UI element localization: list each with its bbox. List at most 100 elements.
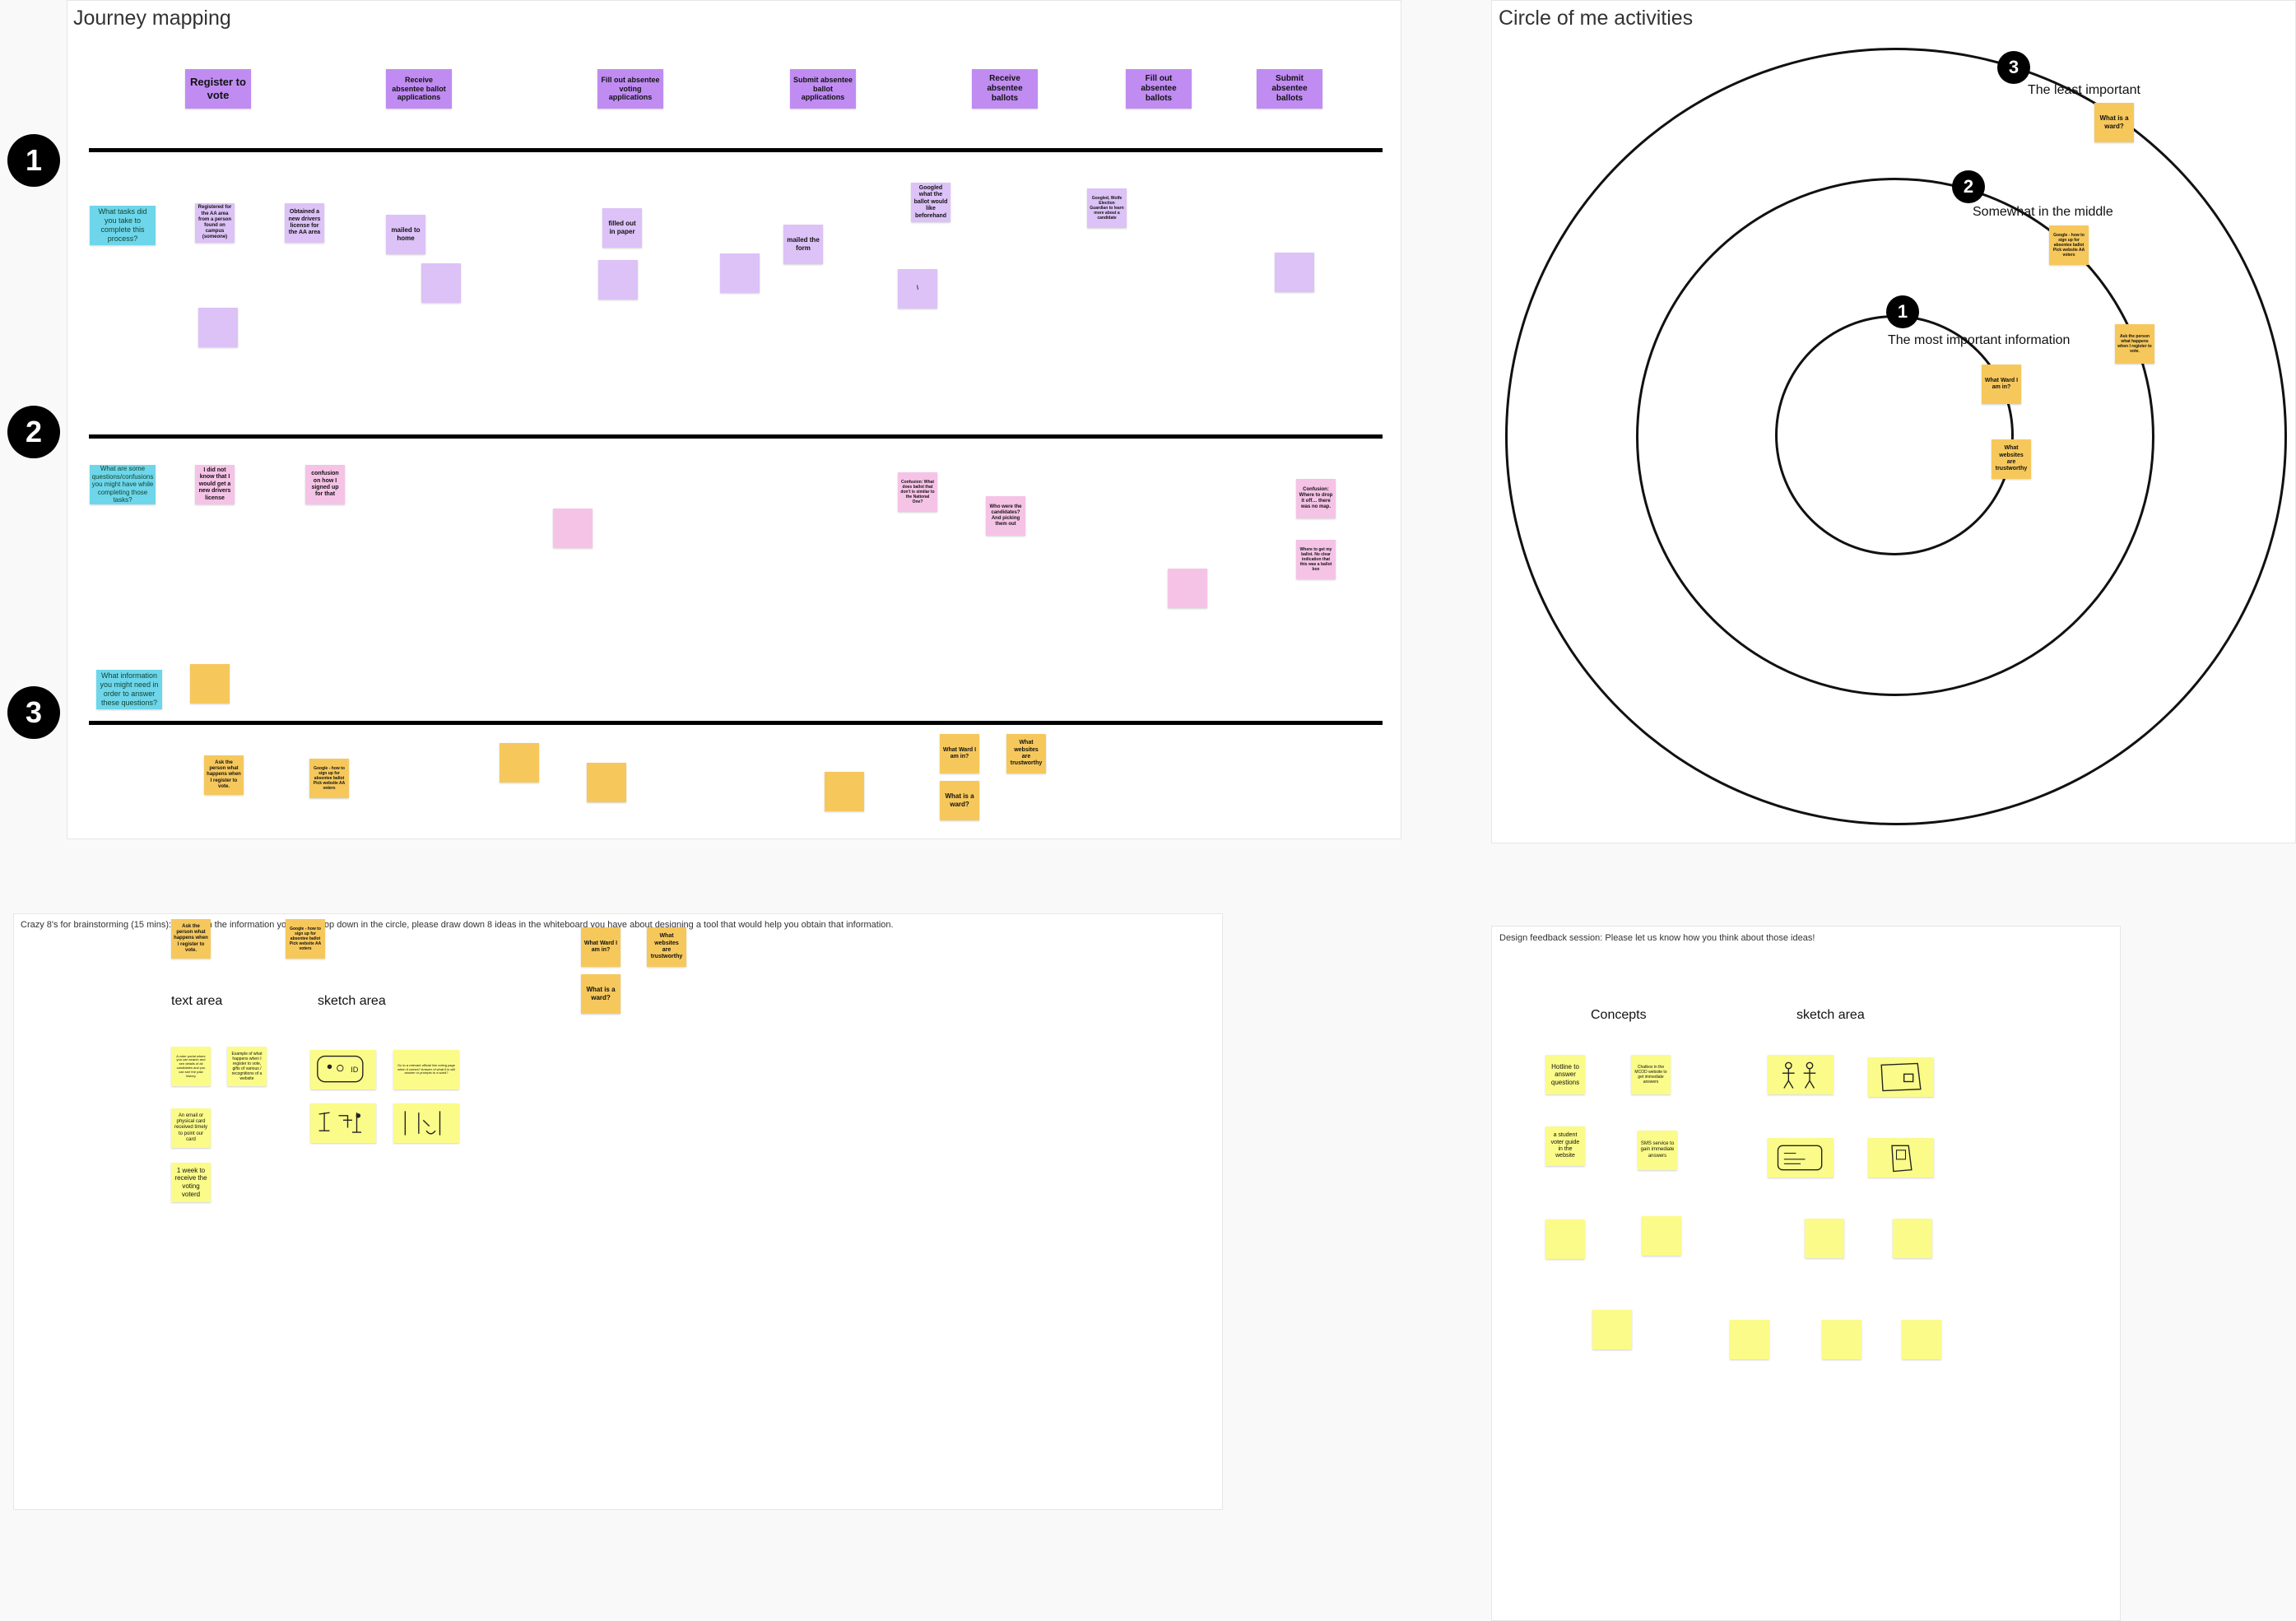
confusion-note[interactable]: Confusion: What does ballot that don't i… xyxy=(898,472,937,512)
circle-note[interactable]: What websites are trustworthy xyxy=(1992,439,2031,479)
text-area-label: text area xyxy=(171,994,223,1008)
idea-sketch-people[interactable] xyxy=(310,1103,376,1143)
sketch-drawing xyxy=(1777,1145,1823,1171)
empty-feedback-note[interactable] xyxy=(1893,1219,1932,1258)
ring-label-1: The most important information xyxy=(1888,333,2071,347)
task-note[interactable]: mailed to home xyxy=(386,215,425,254)
crazy8-info-note[interactable]: Ask the person what happens when I regis… xyxy=(171,919,211,959)
inner-ring xyxy=(1775,315,2014,555)
crazy8-info-note[interactable]: What websites are trustworthy xyxy=(647,927,686,967)
concept-note[interactable]: a student voter guide in the website xyxy=(1545,1126,1585,1166)
sketch-drawing xyxy=(1782,1061,1816,1089)
confusion-note[interactable]: Who were the candidates? And picking the… xyxy=(986,496,1025,536)
task-note[interactable]: mailed the form xyxy=(783,225,823,264)
circle-note[interactable]: Google - how to sign up for absentee bal… xyxy=(2049,225,2089,265)
empty-feedback-note[interactable] xyxy=(1545,1219,1585,1259)
stage-fill-out-absentee-ballots[interactable]: Fill out absentee ballots xyxy=(1126,69,1192,109)
task-note[interactable]: filled out in paper xyxy=(602,208,642,248)
empty-feedback-note[interactable] xyxy=(1642,1216,1681,1256)
empty-feedback-note[interactable] xyxy=(1822,1320,1861,1359)
idea-sketch-id-card[interactable]: ID xyxy=(310,1050,376,1089)
sketch-drawing xyxy=(404,1111,441,1136)
middle-ring xyxy=(1636,178,2154,696)
idea-text-note[interactable]: 1 week to receive the voting voterd xyxy=(171,1163,211,1202)
task-note[interactable]: \ xyxy=(898,269,937,309)
confusion-note-empty[interactable] xyxy=(553,509,593,548)
crazy-8s-instruction: Crazy 8's for brainstorming (15 mins): B… xyxy=(21,920,894,930)
ring-label-2: Somewhat in the middle xyxy=(1973,205,2113,219)
task-note-empty[interactable] xyxy=(198,308,238,347)
stage-receive-absentee-applications[interactable]: Receive absentee ballot applications xyxy=(386,69,452,109)
empty-feedback-note[interactable] xyxy=(1902,1320,1941,1359)
stage-receive-absentee-ballots[interactable]: Receive absentee ballots xyxy=(972,69,1038,109)
ring-badge-3: 3 xyxy=(1997,51,2030,84)
feedback-sketch-card[interactable] xyxy=(1768,1138,1834,1177)
info-note-empty[interactable] xyxy=(500,743,539,783)
feedback-sketch-area-label: sketch area xyxy=(1796,1008,1865,1022)
confusion-note[interactable]: Confusion: Where to drop it off… there w… xyxy=(1296,479,1336,518)
info-note-empty[interactable] xyxy=(825,772,864,811)
task-note[interactable]: Googled, Wolfe Election Guardian to lear… xyxy=(1087,188,1127,228)
task-note-empty[interactable] xyxy=(421,263,461,303)
design-feedback-frame[interactable] xyxy=(1491,926,2121,1621)
crazy8-info-note[interactable]: What Ward I am in? xyxy=(581,927,620,967)
info-note[interactable]: What is a ward? xyxy=(940,781,979,820)
circle-note[interactable]: Ask the person what happens when I regis… xyxy=(2115,324,2154,364)
task-note-empty[interactable] xyxy=(720,253,760,293)
idea-text-note[interactable]: A voter portal where you can search and … xyxy=(171,1047,211,1086)
task-note-empty[interactable] xyxy=(598,260,638,300)
confusion-note[interactable]: I did not know that I would get a new dr… xyxy=(195,465,235,504)
circle-of-me-title: Circle of me activities xyxy=(1499,7,1694,30)
question-confusions[interactable]: What are some questions/confusions you m… xyxy=(90,465,156,504)
ring-badge-1: 1 xyxy=(1886,295,1919,328)
question-information[interactable]: What information you might need in order… xyxy=(96,670,162,709)
concept-note[interactable]: Hotline to answer questions xyxy=(1545,1055,1585,1094)
circle-note[interactable]: What Ward I am in? xyxy=(1982,365,2021,404)
row-badge-2: 2 xyxy=(7,406,60,458)
info-note[interactable]: What Ward I am in? xyxy=(940,734,979,773)
journey-mapping-frame[interactable] xyxy=(67,0,1401,839)
sketch-drawing xyxy=(1880,1062,1922,1092)
info-note[interactable]: Ask the person what happens when I regis… xyxy=(204,755,244,795)
feedback-sketch-people[interactable] xyxy=(1768,1055,1834,1094)
empty-feedback-note[interactable] xyxy=(1805,1219,1844,1258)
empty-feedback-note[interactable] xyxy=(1730,1320,1769,1359)
task-note[interactable]: Registered for the AA area from a person… xyxy=(195,203,235,243)
task-note-empty[interactable] xyxy=(1275,253,1314,292)
crazy8-info-note[interactable]: What is a ward? xyxy=(581,974,620,1014)
empty-feedback-note[interactable] xyxy=(1592,1310,1632,1349)
crazy8-info-note[interactable]: Google - how to sign up for absentee bal… xyxy=(286,919,325,959)
idea-sketch-steps[interactable] xyxy=(393,1103,459,1143)
confusion-note[interactable]: Where to get my ballot. No clear indicat… xyxy=(1296,540,1336,579)
confusion-note-empty[interactable] xyxy=(1168,569,1207,608)
info-note[interactable]: What websites are trustworthy xyxy=(1006,734,1046,773)
confusion-note[interactable]: confusion on how I signed up for that xyxy=(305,465,345,504)
stage-fill-out-voting-applications[interactable]: Fill out absentee voting applications xyxy=(597,69,663,109)
info-note-empty[interactable] xyxy=(190,664,230,704)
concept-note[interactable]: SMS service to gain immediate answers xyxy=(1638,1131,1677,1170)
task-note[interactable]: Obtained a new drivers license for the A… xyxy=(285,203,324,243)
row-badge-3: 3 xyxy=(7,686,60,739)
feedback-instruction: Design feedback session: Please let us k… xyxy=(1499,933,1815,943)
question-tasks[interactable]: What tasks did you take to complete this… xyxy=(90,206,156,245)
task-note[interactable]: Googled what the ballot would like befor… xyxy=(911,183,950,222)
stage-register-to-vote[interactable]: Register to vote xyxy=(185,69,251,109)
sketch-drawing xyxy=(318,1112,361,1133)
row-badge-1: 1 xyxy=(7,134,60,187)
stage-submit-absentee-applications[interactable]: Submit absentee ballot applications xyxy=(790,69,856,109)
concept-note[interactable]: Chatbox in the MCOD website to get immed… xyxy=(1631,1055,1671,1094)
circle-note[interactable]: What is a ward? xyxy=(2094,103,2134,142)
row-divider-2 xyxy=(89,434,1383,439)
svg-text:ID: ID xyxy=(351,1066,359,1074)
ring-label-3: The least important xyxy=(2028,83,2140,97)
feedback-sketch-phone[interactable] xyxy=(1868,1057,1934,1097)
idea-text-note[interactable]: Example of what happens when I register … xyxy=(227,1047,267,1086)
idea-text-note[interactable]: An email or physical card received timel… xyxy=(171,1108,211,1148)
info-note[interactable]: Google - how to sign up for absentee bal… xyxy=(309,759,349,798)
concepts-label: Concepts xyxy=(1591,1008,1647,1022)
sketch-drawing xyxy=(1891,1145,1913,1173)
feedback-sketch-device[interactable] xyxy=(1868,1138,1934,1177)
idea-sketch-caption[interactable]: Go to a relevant official line voting pa… xyxy=(393,1050,459,1089)
info-note-empty[interactable] xyxy=(587,763,626,802)
stage-submit-absentee-ballots[interactable]: Submit absentee ballots xyxy=(1257,69,1322,109)
